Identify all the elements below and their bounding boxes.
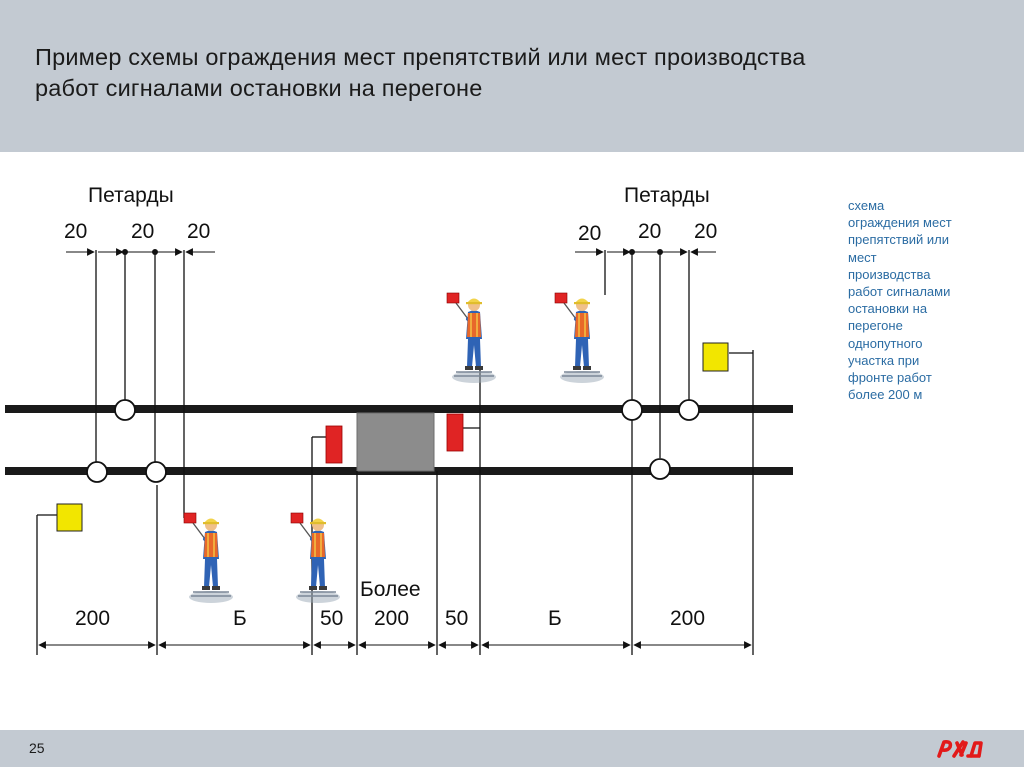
- slide-title-line-2: работ сигналами остановки на перегоне: [35, 75, 483, 101]
- petards-label-left: Петарды: [88, 184, 174, 207]
- slide-title: Пример схемы ограждения мест препятствий…: [35, 42, 985, 104]
- dim-label: 20: [638, 220, 661, 243]
- side-note: схема ограждения мест препятствий или ме…: [848, 197, 988, 403]
- dim-label: Б: [548, 607, 562, 630]
- page-number: 25: [29, 740, 45, 756]
- dim-label: 50: [320, 607, 343, 630]
- petard-icon: [649, 458, 671, 480]
- petard-icon: [621, 399, 643, 421]
- dim-label: 200: [374, 607, 409, 630]
- side-note-line: остановки на: [848, 301, 928, 317]
- side-note-line: мест: [848, 249, 877, 265]
- red-stop-signal-icon: [446, 413, 464, 452]
- petard-icon: [678, 399, 700, 421]
- header-band: [0, 0, 1024, 152]
- side-note-line: перегоне: [848, 318, 903, 334]
- signalman-icon: [182, 511, 235, 605]
- yellow-signal-icon: [56, 503, 83, 532]
- rail-top: [5, 405, 793, 413]
- dim-label: 50: [445, 607, 468, 630]
- dim-label: 20: [694, 220, 717, 243]
- slide-title-line-1: Пример схемы ограждения мест препятствий…: [35, 44, 806, 70]
- dim-label: 20: [64, 220, 87, 243]
- dim-label: 20: [187, 220, 210, 243]
- side-note-line: участка при: [848, 352, 920, 368]
- petards-label-right: Петарды: [624, 184, 710, 207]
- side-note-line: производства: [848, 266, 931, 282]
- dim-label: 200: [670, 607, 705, 630]
- dim-label: 20: [578, 222, 601, 245]
- red-stop-signal-icon: [325, 425, 343, 464]
- petards: [86, 399, 700, 483]
- dim-label: 20: [131, 220, 154, 243]
- signalman-icon: [445, 291, 498, 385]
- dim-label: Б: [233, 607, 247, 630]
- side-note-line: однопутного: [848, 335, 923, 351]
- petard-icon: [114, 399, 136, 421]
- side-note-line: схема: [848, 198, 885, 213]
- protection-diagram: Петарды Петарды 20 20 20 20 20 20 200 Б …: [5, 184, 793, 655]
- side-note-line: работ сигналами: [848, 284, 951, 300]
- side-note-line: препятствий или: [848, 232, 949, 248]
- footer-band: [0, 730, 1024, 767]
- signalman-icon: [553, 291, 606, 385]
- petard-icon: [86, 461, 108, 483]
- signalman-icon: [289, 511, 342, 605]
- rzd-logo-icon: [937, 740, 983, 758]
- side-note-line: ограждения мест: [848, 215, 952, 231]
- reference-lines: [36, 250, 754, 655]
- side-note-line: фронте работ: [848, 370, 932, 386]
- petard-icon: [145, 461, 167, 483]
- obstacle-block-icon: [356, 412, 435, 472]
- side-note-line: более 200 м: [848, 387, 923, 403]
- dim-label: Более: [360, 578, 421, 601]
- yellow-signal-icon: [702, 342, 729, 372]
- dim-label: 200: [75, 607, 110, 630]
